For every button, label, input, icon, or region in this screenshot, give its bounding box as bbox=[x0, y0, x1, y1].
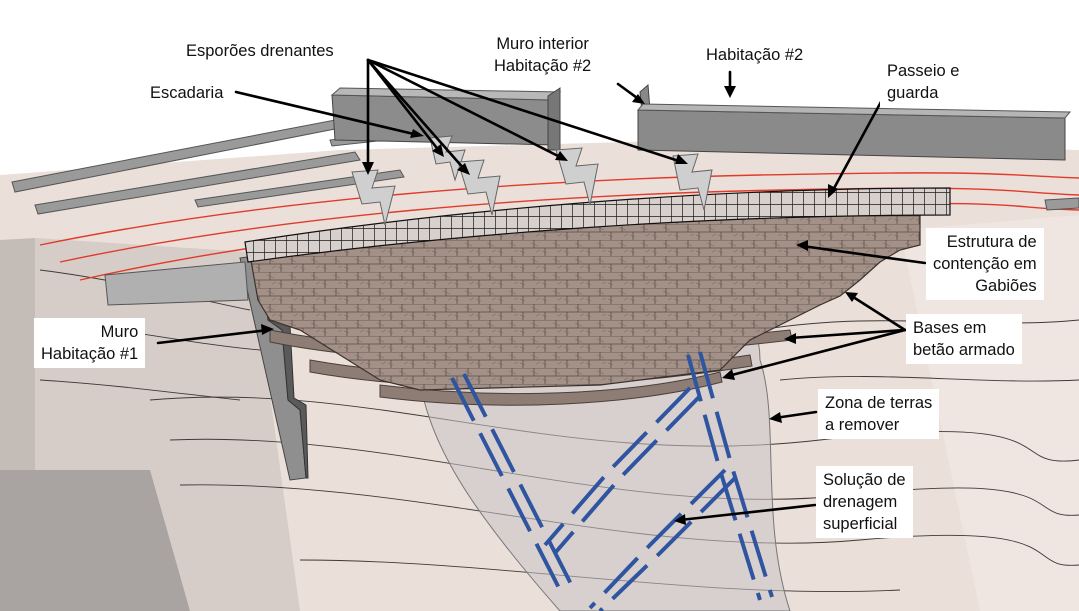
habitacao2-wall-right-top bbox=[636, 103, 1072, 119]
label-escadaria: Escadaria bbox=[150, 84, 224, 102]
label-esporoes-drenantes: Esporões drenantes bbox=[186, 42, 334, 60]
label-zona-terras: Zona de terras a remover bbox=[818, 389, 940, 439]
terrain-bottom-left bbox=[0, 470, 190, 611]
label-bases-betao: Bases em betão armado bbox=[906, 314, 1022, 364]
label-habitacao-2: Habitação #2 bbox=[706, 46, 804, 64]
label-solucao-drenagem: Solução de drenagem superficial bbox=[816, 466, 913, 538]
label-muro-habitacao-1: Muro Habitação #1 bbox=[34, 318, 146, 368]
label-estrutura-gabioes: Estrutura de contenção em Gabiões bbox=[926, 228, 1044, 300]
leader-lines bbox=[156, 58, 927, 522]
label-muro-interior: Muro interior Habitação #2 bbox=[494, 35, 592, 75]
muro-habitacao1-wing bbox=[104, 261, 249, 306]
arrow-heads bbox=[261, 86, 858, 525]
passeio-guarda-mesh bbox=[244, 187, 951, 263]
label-passeio-guarda: Passeio e guarda bbox=[880, 57, 967, 107]
drain-spurs bbox=[351, 135, 713, 226]
drainage-lines bbox=[450, 351, 774, 611]
